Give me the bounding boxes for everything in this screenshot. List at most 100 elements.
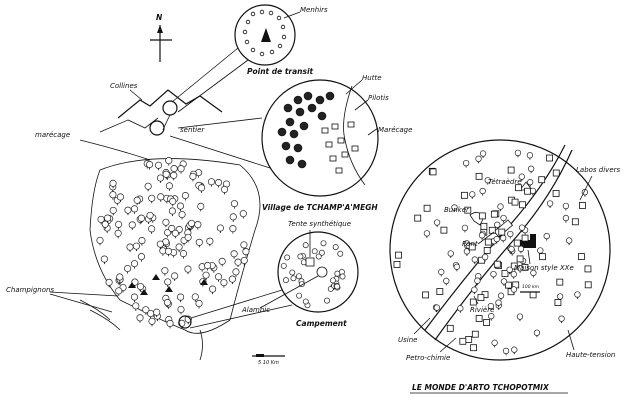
hut-icon: [281, 141, 291, 151]
tree-icon: [491, 339, 498, 348]
tree-icon: [109, 206, 117, 216]
stilt-house-icon: [331, 123, 339, 130]
tree-icon: [187, 219, 196, 229]
labos-label: Labos divers: [576, 166, 621, 174]
building-icon: [584, 265, 592, 273]
tree-icon: [506, 266, 513, 275]
stilt-house-icon: [325, 141, 333, 148]
building-icon: [521, 234, 529, 242]
tree-icon: [565, 237, 573, 246]
building-icon: [475, 172, 483, 180]
tree-icon: [474, 277, 481, 286]
hut-icon: [299, 121, 309, 131]
tree-icon: [175, 243, 183, 252]
tree-icon: [518, 173, 525, 182]
campement-waypoint: [178, 315, 192, 329]
tree-icon: [330, 277, 336, 284]
tree-icon: [500, 214, 507, 223]
tree-icon: [116, 273, 124, 282]
building-icon: [469, 298, 477, 306]
tree-icon: [488, 313, 495, 321]
building-icon: [519, 201, 526, 209]
tree-icon: [508, 245, 515, 254]
building-icon: [460, 191, 468, 199]
tree-icon: [132, 302, 140, 311]
building-icon: [436, 288, 444, 295]
tree-icon: [527, 165, 535, 174]
tree-icon: [105, 278, 113, 288]
tree-icon: [475, 155, 482, 164]
building-icon: [465, 336, 473, 343]
campement-circle: Tente synthétique Alambic Campement: [241, 220, 359, 328]
tree-icon: [447, 250, 454, 258]
tree-icon: [153, 308, 161, 318]
tree-icon: [171, 229, 179, 239]
tree-icon: [320, 240, 327, 247]
hut-icon: [289, 129, 299, 139]
compass-icon: N: [150, 13, 172, 62]
tree-icon: [510, 286, 518, 294]
tree-icon: [154, 161, 163, 171]
tree-icon: [471, 256, 478, 265]
building-icon: [505, 281, 512, 289]
building-icon: [515, 184, 522, 192]
tree-icon: [497, 292, 505, 301]
tree-icon: [479, 150, 487, 159]
tree-icon: [148, 317, 156, 327]
tree-icon: [451, 204, 458, 213]
hut-icon: [277, 127, 287, 137]
transit-point-circle: Menhirs Point de transit: [234, 4, 328, 76]
hut-icon: [303, 91, 313, 101]
tree-icon: [100, 255, 108, 265]
stilt-house-icon: [341, 151, 349, 158]
tree-icon: [517, 245, 525, 254]
village-title: Village de TCHAMP'A'MEGH: [262, 203, 378, 212]
tree-icon: [126, 243, 134, 253]
tree-icon: [164, 247, 172, 257]
building-icon: [477, 294, 485, 302]
building-icon: [584, 281, 592, 289]
tree-icon: [138, 237, 146, 246]
tree-icon: [166, 319, 174, 329]
tree-icon: [131, 278, 139, 288]
haute-tension-label: Haute-tension: [566, 351, 615, 359]
tree-icon: [239, 210, 247, 219]
tree-icon: [109, 191, 117, 200]
tree-icon: [124, 206, 132, 216]
tree-icon: [463, 248, 471, 256]
menhirs-label: Menhirs: [300, 6, 328, 14]
tree-icon: [130, 205, 139, 214]
tree-icon: [191, 293, 199, 302]
hut-icon: [293, 95, 303, 105]
tree-icon: [177, 165, 185, 174]
building-icon: [480, 222, 488, 230]
pilotis-label: Pilotis: [368, 94, 389, 102]
tree-icon: [500, 278, 508, 286]
tree-icon: [165, 157, 173, 166]
forest-boundary: [89, 158, 261, 334]
building-icon: [459, 337, 467, 345]
tree-icon: [516, 313, 524, 322]
hut-icon: [295, 107, 305, 117]
tree-icon: [128, 221, 136, 230]
main-scale-label: 5 10 Km: [258, 360, 279, 366]
tree-icon: [206, 237, 214, 247]
building-icon: [422, 291, 429, 299]
tree-icon: [104, 214, 112, 224]
building-icon: [539, 253, 546, 261]
hut-icon: [307, 103, 317, 113]
tree-icon: [101, 220, 109, 230]
tree-icon: [232, 268, 240, 277]
tree-icon: [171, 272, 179, 281]
transit-monolith-icon: [261, 28, 271, 42]
riviere-label: Rivière: [470, 306, 494, 314]
tree-icon: [148, 194, 156, 204]
tree-icon: [574, 291, 581, 299]
usine-label: Usine: [398, 336, 417, 344]
tree-icon: [558, 315, 565, 324]
tree-icon: [469, 191, 476, 199]
building-icon: [511, 198, 519, 206]
tree-icon: [228, 275, 236, 285]
tree-icon: [115, 287, 123, 296]
campement-title: Campement: [296, 319, 347, 328]
